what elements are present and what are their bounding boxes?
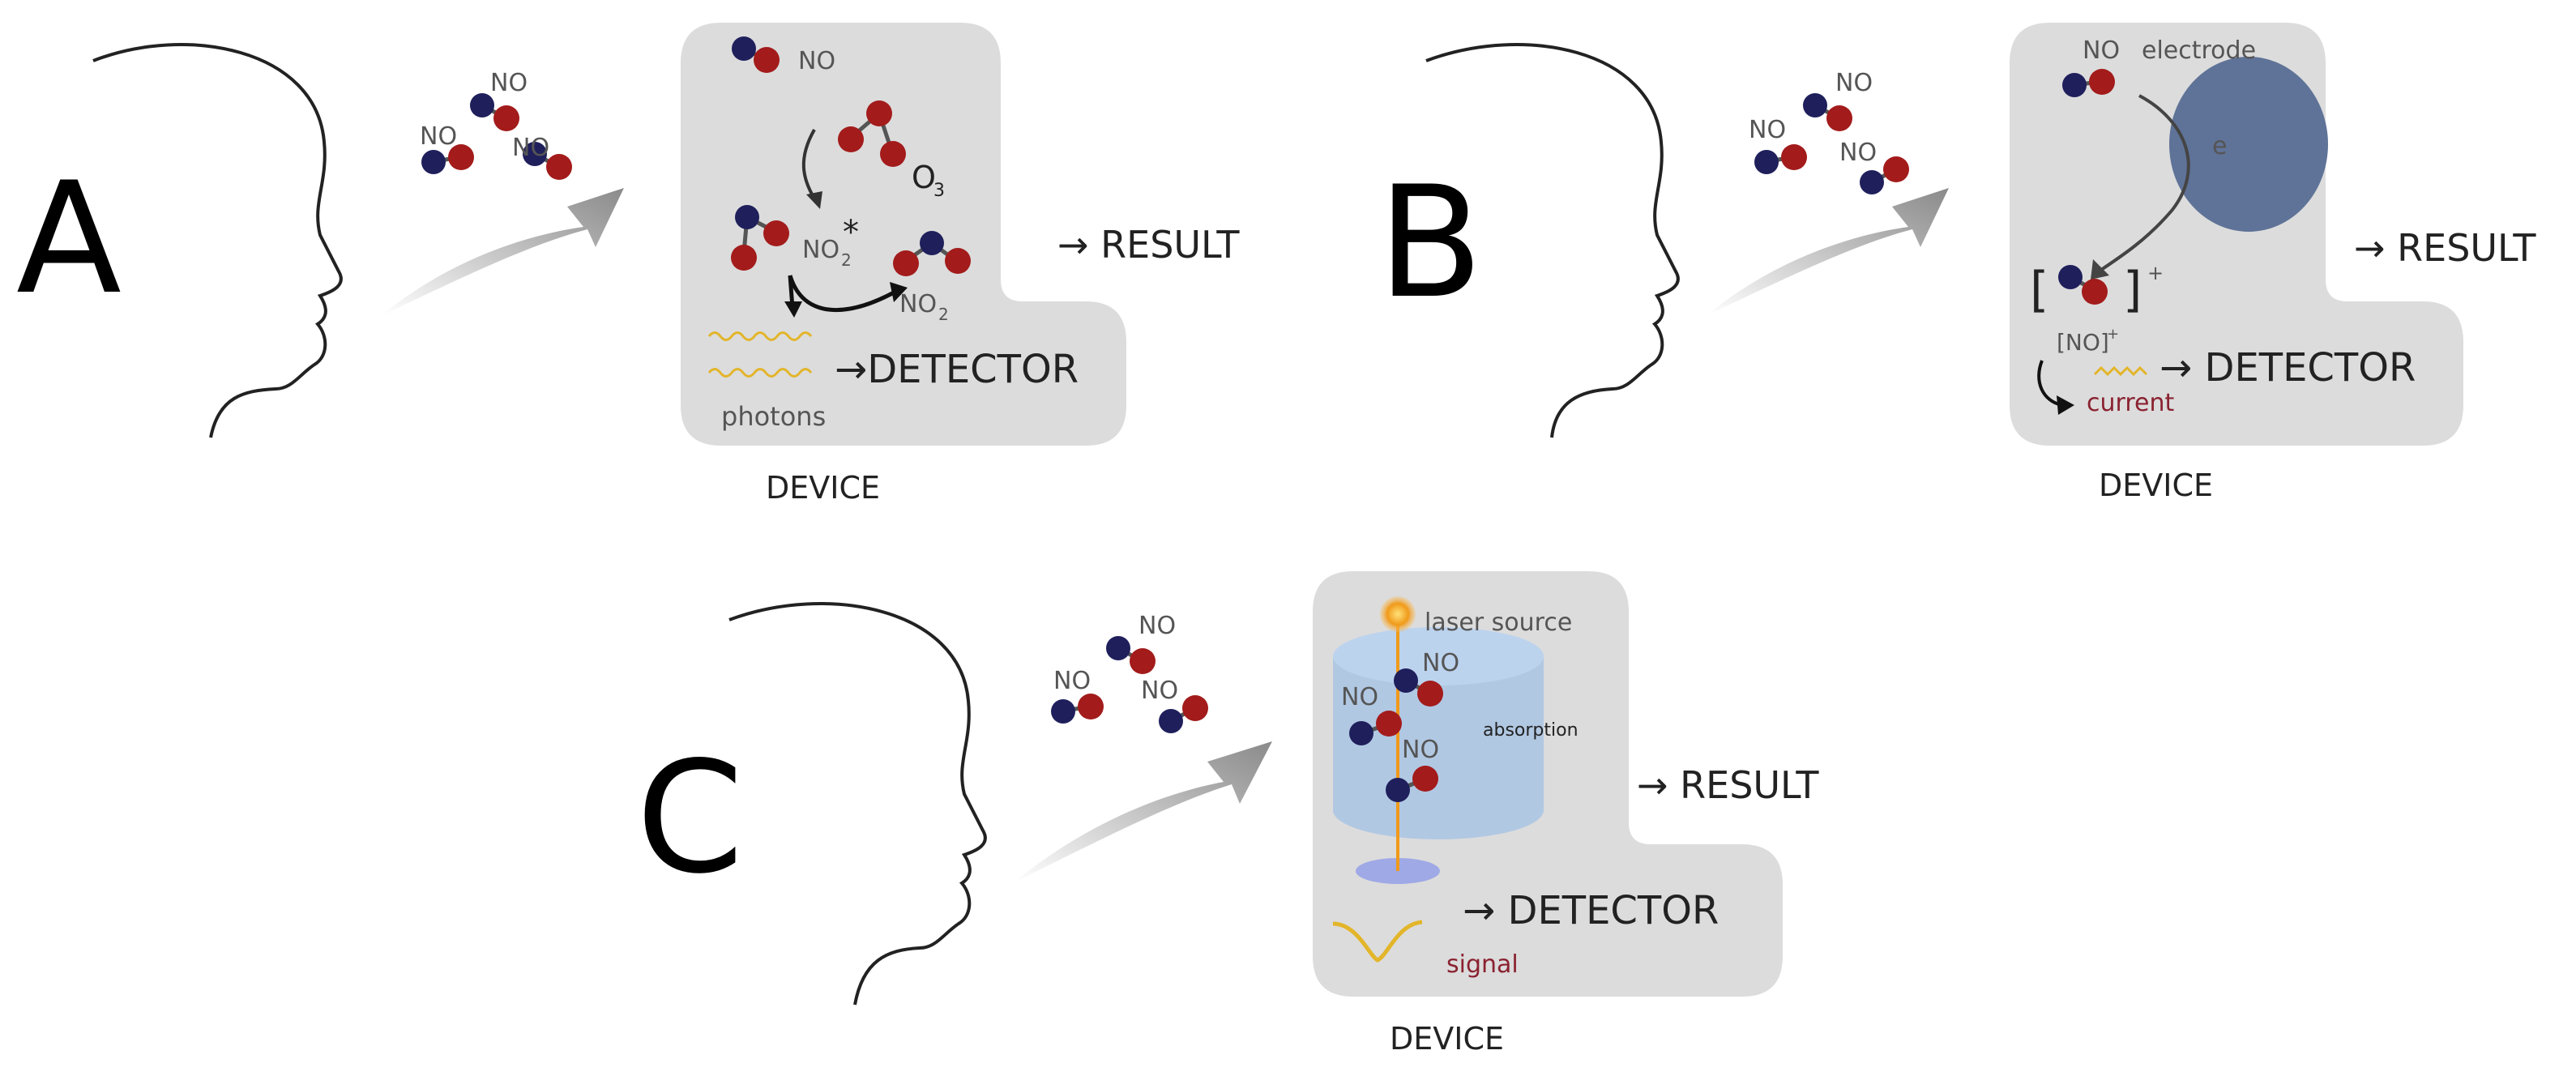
electron-label: e (2212, 132, 2227, 160)
result-label: → RESULT (1057, 223, 1240, 267)
bracket-left: [ (2030, 262, 2048, 318)
reaction-arrow (801, 129, 816, 200)
ozone-label: O (912, 160, 936, 195)
laser-source-dot (1380, 596, 1416, 632)
current-arrow (2037, 360, 2063, 407)
detector-label: →DETECTOR (835, 347, 1079, 392)
device-label: DEVICE (2099, 468, 2213, 503)
head-profile-outline (92, 43, 343, 438)
no-molecule (1051, 694, 1104, 724)
no-molecule (1860, 156, 1909, 194)
excited-subscript: 2 (841, 250, 852, 270)
gas-molecules-b: NO NO NO (1749, 69, 1909, 194)
ozone-molecule (838, 100, 906, 167)
product-subscript: 2 (938, 305, 949, 324)
excited-no2-molecule (731, 205, 789, 271)
laser-label: laser source (1425, 608, 1572, 637)
ion-label: [NO] (2057, 329, 2109, 356)
head-profile-outline (728, 602, 987, 1006)
photon-wave (707, 331, 813, 378)
gas-molecules-a: NO NO NO (420, 69, 572, 180)
no2-molecule (893, 231, 971, 276)
signal-label: signal (1446, 950, 1519, 979)
molecule-label: NO (1138, 612, 1176, 640)
panel-b: B NO NO NO electrode e (1378, 23, 2536, 503)
cell-molecules: NO NO NO (1341, 649, 1459, 802)
molecule-label: NO (1835, 69, 1873, 97)
molecule-label: NO (1053, 667, 1091, 695)
device-label: DEVICE (1390, 1021, 1504, 1057)
excited-label: NO (802, 236, 839, 264)
no-molecule (523, 142, 572, 180)
absorption-cell (1333, 627, 1544, 839)
no-ion-molecule (2058, 265, 2108, 305)
molecule-label: NO (490, 69, 528, 97)
panel-a: A NO NO NO NO (16, 23, 1240, 506)
molecule-label: NO (2083, 36, 2120, 65)
signal-wave (1332, 920, 1423, 963)
result-label: → RESULT (1637, 763, 1819, 807)
product-label: NO (899, 290, 937, 318)
no-molecule (1803, 93, 1852, 131)
no-molecule (1394, 668, 1443, 707)
no-molecule (1386, 766, 1438, 802)
gas-molecules-c: NO NO NO (1051, 612, 1208, 733)
molecule-label: NO (1141, 677, 1178, 705)
decay-arrow (788, 275, 897, 313)
device-label: DEVICE (766, 470, 880, 506)
inflow-arrow (1706, 188, 1949, 316)
device-box-b (2010, 23, 2463, 446)
photons-label: photons (721, 401, 826, 432)
molecule-label: NO (1341, 683, 1378, 711)
inflow-arrow (381, 188, 624, 316)
no-molecule (470, 93, 519, 131)
panel-c: C NO NO NO (636, 571, 1819, 1057)
no-molecule (732, 36, 780, 73)
electrode-label: electrode (2142, 36, 2256, 65)
absorption-label: absorption (1483, 720, 1578, 741)
excited-mark: * (843, 214, 859, 251)
charge-sign: + (2147, 262, 2164, 284)
electrode-disc (2169, 57, 2328, 232)
panel-c-letter: C (636, 728, 744, 907)
photon-wave (2093, 365, 2148, 377)
panel-b-letter: B (1378, 153, 1483, 332)
molecule-label: NO (1422, 649, 1459, 677)
detector-label: → DETECTOR (1463, 888, 1719, 933)
oxidation-arrow (2097, 94, 2190, 273)
ozone-subscript: 3 (933, 181, 945, 201)
panel-a-letter: A (16, 149, 122, 328)
molecule-label: NO (1402, 736, 1439, 764)
molecule-label: NO (1839, 139, 1877, 167)
result-label: → RESULT (2354, 226, 2536, 270)
ion-charge: + (2107, 326, 2119, 343)
detector-label: → DETECTOR (2159, 345, 2416, 391)
head-profile-outline (1425, 43, 1680, 438)
no-molecule (421, 144, 474, 174)
molecule-label: NO (1749, 116, 1786, 144)
no-molecule (1159, 695, 1208, 733)
no-molecule (2062, 69, 2115, 97)
no-molecule (1349, 711, 1402, 745)
no-molecule (1754, 144, 1807, 174)
molecule-label: NO (420, 122, 457, 151)
bracket-right: ] (2123, 262, 2142, 318)
no-molecule (1106, 636, 1156, 674)
inflow-arrow (1013, 741, 1272, 883)
molecule-label: NO (512, 134, 549, 162)
current-label: current (2087, 389, 2174, 417)
molecule-label: NO (798, 47, 835, 75)
